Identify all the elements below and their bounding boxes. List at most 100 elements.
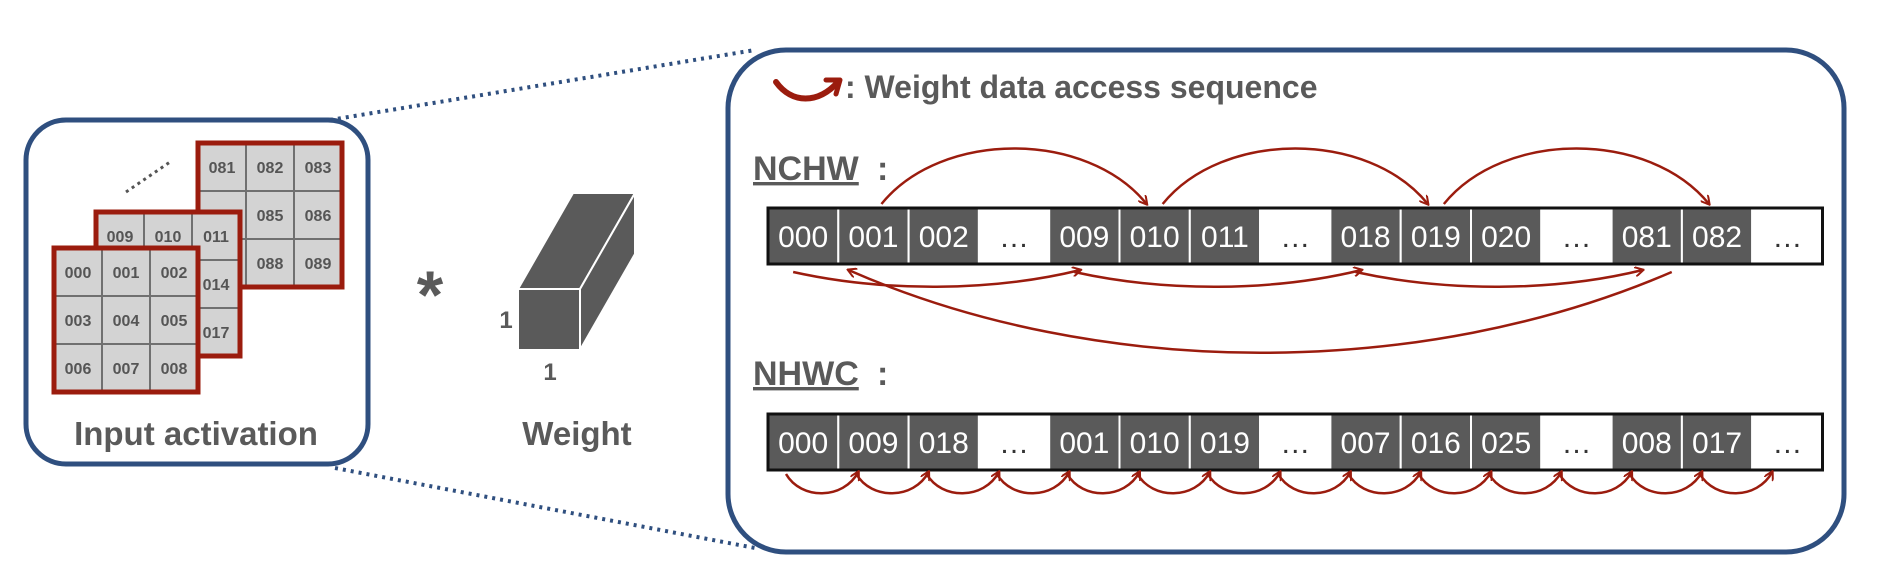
sequential-access-arrow bbox=[995, 472, 1069, 495]
memory-cell-label: … bbox=[999, 221, 1029, 254]
memory-cell-label: … bbox=[999, 427, 1029, 460]
sequential-access-arrow bbox=[1487, 472, 1561, 495]
grid-cell-label: 014 bbox=[203, 277, 230, 294]
legend-label: : Weight data access sequence bbox=[845, 69, 1317, 105]
input-activation-label: Input activation bbox=[74, 415, 318, 452]
nhwc-colon: : bbox=[877, 355, 888, 393]
memory-cell-label: 017 bbox=[1692, 427, 1742, 460]
sequential-access-arrow bbox=[1698, 472, 1772, 495]
grid-cell bbox=[245, 190, 295, 240]
memory-row-border bbox=[766, 206, 1824, 266]
memory-cell-label: 001 bbox=[848, 221, 898, 254]
memory-row-border bbox=[766, 412, 1824, 472]
grid-cell bbox=[53, 247, 103, 297]
grid-cell-label: 005 bbox=[161, 313, 188, 330]
weight-label: Weight bbox=[522, 415, 631, 452]
channel-jump-arrow bbox=[1161, 147, 1428, 205]
memory-cell bbox=[1118, 413, 1191, 471]
grid-cell bbox=[101, 247, 151, 297]
memory-cell-label: 025 bbox=[1481, 427, 1531, 460]
grid-cell-label: 083 bbox=[305, 160, 332, 177]
memory-cell-label: 016 bbox=[1411, 427, 1461, 460]
zoom-line-top bbox=[329, 48, 756, 122]
memory-cell-label: … bbox=[1561, 427, 1591, 460]
wrap-back-arrow bbox=[848, 270, 1673, 354]
memory-cell-label: 019 bbox=[1200, 427, 1250, 460]
memory-cell-label: 009 bbox=[1059, 221, 1109, 254]
sequential-access-arrow bbox=[1417, 472, 1491, 495]
sequential-access-arrow bbox=[1628, 472, 1702, 495]
detail-panel bbox=[725, 47, 1847, 555]
nhwc-title: NHWC bbox=[753, 355, 859, 393]
sequential-access-arrow bbox=[1066, 472, 1139, 495]
nchw-access-arrows bbox=[792, 147, 1709, 354]
grid-cell-label: 086 bbox=[305, 208, 332, 225]
grid-cell-label: 004 bbox=[113, 313, 140, 330]
sequential-access-arrow bbox=[1347, 472, 1420, 495]
memory-cell bbox=[1048, 413, 1121, 471]
memory-cell-label: 019 bbox=[1411, 221, 1461, 254]
memory-cell bbox=[1259, 413, 1332, 471]
sequential-access-arrow bbox=[925, 472, 999, 495]
grid-cell bbox=[293, 190, 343, 240]
channel-ellipsis-line bbox=[125, 160, 171, 194]
memory-cell-label: … bbox=[1772, 427, 1802, 460]
grid-cell-label: 081 bbox=[209, 160, 236, 177]
grid-cell-label: 002 bbox=[161, 265, 188, 282]
grid-cell-label: 082 bbox=[257, 160, 284, 177]
memory-cell bbox=[1329, 413, 1402, 471]
channel-outline bbox=[51, 245, 201, 395]
sequential-access-arrow bbox=[1277, 472, 1350, 495]
channel-jump-arrow bbox=[880, 147, 1146, 205]
memory-cell-label: 018 bbox=[919, 427, 969, 460]
memory-cell bbox=[907, 207, 980, 265]
grid-cell-label: 007 bbox=[113, 361, 140, 378]
channel-step-arrow bbox=[792, 270, 1080, 288]
memory-cell-label: 011 bbox=[1201, 221, 1249, 254]
channel-step-arrow bbox=[1074, 270, 1361, 288]
memory-cell-label: … bbox=[1772, 221, 1802, 254]
sequential-access-arrow bbox=[784, 472, 858, 495]
memory-cell bbox=[1188, 207, 1262, 265]
memory-cell bbox=[837, 207, 910, 265]
memory-cell-label: 082 bbox=[1692, 221, 1742, 254]
memory-cell-label: 018 bbox=[1341, 221, 1391, 254]
memory-cell-label: 009 bbox=[848, 427, 898, 460]
zoom-line-bottom bbox=[334, 466, 756, 550]
weight-cuboid bbox=[516, 189, 637, 354]
grid-cell-label: 008 bbox=[161, 361, 188, 378]
grid-cell-label: 010 bbox=[155, 229, 182, 246]
legend-arrowhead-icon bbox=[823, 77, 843, 97]
memory-cell bbox=[837, 413, 910, 471]
grid-cell-label: 003 bbox=[65, 313, 92, 330]
memory-cell-label: 010 bbox=[1130, 427, 1180, 460]
memory-cell-label: 020 bbox=[1481, 221, 1531, 254]
memory-cell-label: … bbox=[1280, 221, 1310, 254]
channel-jump-arrow bbox=[1442, 147, 1709, 205]
sequential-access-arrow bbox=[1558, 472, 1631, 495]
access-arrow-legend-icon bbox=[773, 79, 841, 102]
memory-cell-label: … bbox=[1280, 427, 1310, 460]
grid-cell bbox=[149, 343, 199, 393]
sequential-access-arrow bbox=[1206, 472, 1280, 495]
nchw-colon: : bbox=[877, 150, 888, 188]
grid-cell-label: 085 bbox=[257, 208, 284, 225]
sequential-access-arrow bbox=[1136, 472, 1210, 495]
grid-cell-label: 006 bbox=[65, 361, 92, 378]
memory-cell-label: 007 bbox=[1341, 427, 1391, 460]
grid-cell-label: 011 bbox=[203, 229, 229, 246]
grid-cell-label: 009 bbox=[107, 229, 134, 246]
memory-cell-label: 000 bbox=[778, 427, 828, 460]
memory-cell-label: 000 bbox=[778, 221, 828, 254]
grid-cell-label: 000 bbox=[65, 265, 92, 282]
memory-cell-label: 001 bbox=[1059, 427, 1109, 460]
memory-cell-label: 002 bbox=[919, 221, 969, 254]
grid-cell-label: 017 bbox=[203, 325, 230, 342]
grid-cell-label: 089 bbox=[305, 256, 332, 273]
weight-dim-height: 1 bbox=[499, 307, 512, 334]
